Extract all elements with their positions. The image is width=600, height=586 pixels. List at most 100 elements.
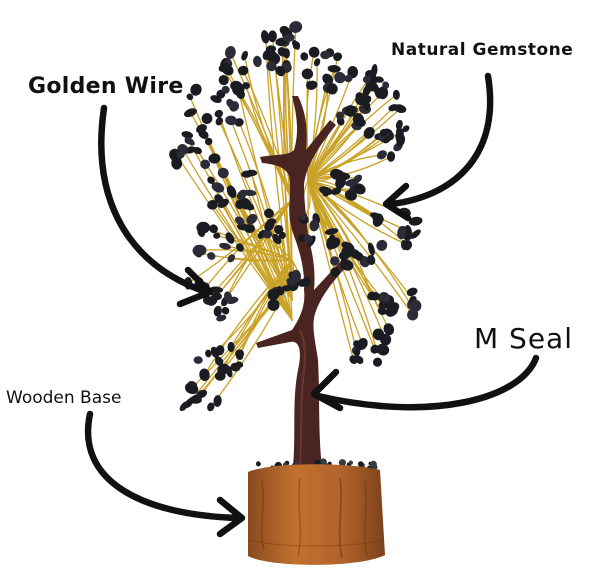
- gemstone-chip: [402, 240, 413, 250]
- gemstone-chip: [183, 108, 198, 118]
- gemstone-chip: [225, 232, 235, 244]
- gemstone-chip: [218, 75, 229, 86]
- gemstone-chip: [319, 186, 333, 196]
- wire-strand: [307, 107, 394, 181]
- gemstone-chip: [281, 285, 292, 292]
- gemstone-chip: [219, 242, 232, 250]
- m-seal-label: M Seal: [474, 322, 573, 355]
- m-seal-arrow: [314, 354, 540, 411]
- gemstone-chip: [283, 48, 290, 59]
- gemstone-chip: [235, 349, 245, 359]
- natural-gemstone-arrow: [388, 72, 494, 208]
- gemstone-chip: [313, 58, 321, 67]
- gemstone-chip: [356, 337, 368, 351]
- gemstone-chip: [383, 135, 391, 144]
- gemstone-chip: [335, 111, 345, 120]
- gemstone-chip: [363, 101, 371, 111]
- gemstone-chip: [366, 254, 376, 266]
- gemstone-chip: [225, 365, 233, 378]
- wire-strand: [187, 199, 293, 284]
- wire-strand: [307, 179, 333, 233]
- gemstone-chip: [410, 229, 421, 239]
- gemstone-chip: [408, 216, 423, 226]
- gemstone-chip: [204, 137, 213, 146]
- gemstone-chip: [215, 345, 225, 356]
- gemstone-chip: [331, 187, 342, 195]
- gemstone-chip: [372, 357, 383, 367]
- gemstone-chip: [211, 182, 225, 193]
- gemstone-chip: [301, 277, 311, 287]
- gemstone-chip: [344, 74, 353, 83]
- golden-wire-label: Golden Wire: [28, 74, 184, 99]
- gemstone-chip: [326, 236, 336, 250]
- gemstone-chip: [340, 259, 354, 271]
- gemstone-chip: [243, 223, 255, 234]
- wire-strand: [307, 179, 414, 316]
- gemstone-chip: [236, 89, 245, 99]
- gemstone-chip: [377, 86, 389, 100]
- gemstone-chip: [352, 183, 366, 195]
- gemstone-chip: [379, 128, 388, 137]
- wire-strand: [307, 179, 363, 345]
- gemstone-chip: [185, 136, 195, 146]
- gemstone-chip: [376, 343, 390, 356]
- gemstone-chip: [218, 64, 228, 72]
- gemstone-chip: [213, 232, 221, 239]
- gemstone-chip: [266, 218, 277, 225]
- gemstone-chip: [200, 159, 211, 170]
- gemstone-chip: [207, 176, 215, 184]
- gemstone-chip: [214, 356, 224, 366]
- gemstone-chip: [198, 224, 211, 231]
- gemstone-chip: [330, 267, 340, 278]
- gemstone-chip: [205, 349, 212, 358]
- gemstone-chip: [334, 71, 346, 84]
- gemstone-chip: [322, 73, 334, 85]
- gemstone-chip: [226, 98, 235, 108]
- gemstone-chip: [260, 30, 270, 44]
- gravel-chip: [370, 460, 377, 468]
- gemstone-chip: [289, 21, 303, 33]
- gemstone-chip: [326, 83, 338, 95]
- gemstone-chip: [370, 344, 380, 354]
- gemstone-chip: [301, 68, 314, 80]
- m-seal-arrowhead: [310, 368, 344, 412]
- gemstone-chip: [324, 228, 339, 235]
- gemstone-chip: [282, 34, 295, 42]
- gemstone-chip: [345, 178, 359, 187]
- wire-strand: [307, 179, 379, 221]
- gemstone-chip: [216, 314, 227, 322]
- wire-strand: [307, 179, 373, 297]
- gemstone-chip: [330, 256, 340, 266]
- gravel-chip: [256, 461, 261, 467]
- gemstone-chip: [352, 113, 365, 127]
- golden-wire-arrowhead: [176, 266, 214, 308]
- wire-strand: [216, 199, 293, 297]
- gemstone-chip: [275, 65, 286, 77]
- gemstone-chip: [353, 355, 364, 363]
- gemstone-chip: [378, 301, 387, 311]
- wire-strand: [307, 132, 370, 181]
- gemstone-chip: [262, 230, 273, 239]
- gemstone-chip: [300, 52, 309, 61]
- gemstone-chip: [207, 402, 215, 412]
- gemstone-chip: [371, 292, 380, 301]
- gemstone-chip: [362, 85, 371, 97]
- wire-strand: [238, 121, 293, 301]
- gemstone-chip: [382, 81, 390, 89]
- gemstone-chip: [376, 150, 387, 160]
- wire-strand: [203, 259, 293, 376]
- wooden-base-arrow: [85, 410, 242, 522]
- wooden-base-arrowhead: [216, 496, 246, 538]
- annotation-arrows: [85, 72, 540, 538]
- gemstone-chip: [386, 151, 396, 162]
- gemstone-chip: [353, 249, 362, 261]
- wire-strand: [307, 175, 359, 181]
- gemstone-chip: [221, 306, 230, 315]
- m-seal-trunk: [256, 96, 346, 471]
- gemstone-chip: [379, 333, 392, 346]
- gemstone-chip: [214, 109, 224, 118]
- gemstone-chip: [363, 126, 375, 139]
- gemstone-chip: [225, 46, 236, 59]
